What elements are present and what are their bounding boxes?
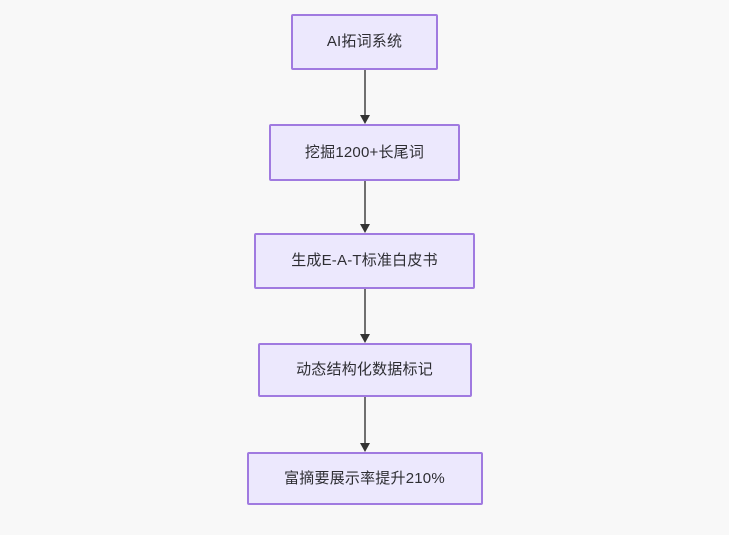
arrowhead-icon (359, 224, 370, 233)
flow-node-label: 挖掘1200+长尾词 (304, 143, 425, 161)
arrowhead-icon (359, 334, 370, 343)
edge-line (363, 289, 366, 334)
edge-line (363, 70, 366, 115)
flow-edge-1 (359, 70, 370, 124)
flow-node-label: AI拓词系统 (326, 33, 403, 50)
flow-node-mine-longtail[interactable]: 挖掘1200+长尾词 (269, 124, 460, 181)
edge-line (363, 181, 366, 224)
flow-node-label: 生成E-A-T标准白皮书 (291, 252, 438, 269)
flow-edge-4 (359, 397, 370, 452)
arrowhead-icon (359, 115, 370, 124)
flow-node-dynamic-structured-data[interactable]: 动态结构化数据标记 (257, 343, 472, 397)
flow-node-generate-eat-whitepaper[interactable]: 生成E-A-T标准白皮书 (254, 233, 475, 289)
flow-node-rich-snippet-result[interactable]: 富摘要展示率提升210% (246, 452, 483, 505)
flow-edge-2 (359, 181, 370, 233)
edge-line (363, 397, 366, 443)
arrowhead-icon (359, 443, 370, 452)
flow-node-label: 富摘要展示率提升210% (284, 469, 445, 487)
flow-node-label: 动态结构化数据标记 (296, 361, 433, 378)
flow-edge-3 (359, 289, 370, 343)
flow-node-ai-keyword-system[interactable]: AI拓词系统 (291, 14, 438, 70)
